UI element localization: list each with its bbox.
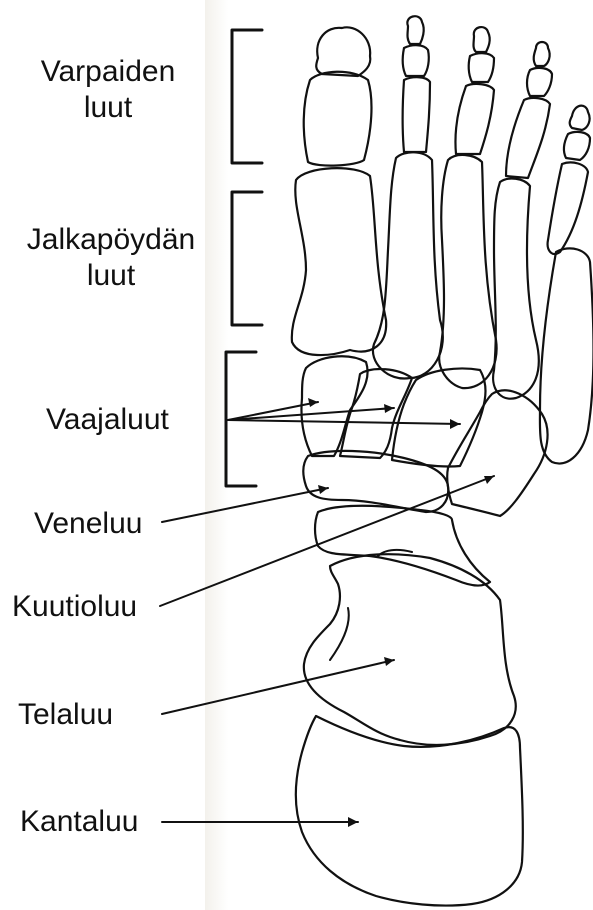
- leader-lines: [160, 398, 494, 827]
- label-navicular: Veneluu: [34, 506, 142, 542]
- label-phalanges-line1: Varpaiden: [28, 54, 188, 90]
- label-talus: Telaluu: [18, 697, 113, 733]
- toe2-middle: [403, 45, 429, 76]
- toe3-middle: [469, 53, 494, 82]
- label-phalanges: Varpaiden luut: [28, 54, 188, 126]
- metatarsal-1: [292, 168, 386, 355]
- metatarsal-4: [493, 179, 539, 399]
- toe3-distal: [474, 27, 490, 52]
- bracket-metatarsals: [232, 192, 262, 325]
- label-metatarsals-line2: luut: [22, 258, 200, 294]
- medial-cuneiform: [301, 356, 367, 456]
- toe4-proximal: [506, 98, 550, 178]
- toe5-middle: [564, 132, 590, 160]
- label-cuneiforms: Vaajaluut: [46, 402, 169, 438]
- talus-neck: [315, 506, 490, 586]
- label-cuboid: Kuutioluu: [12, 589, 137, 625]
- toe2-distal: [407, 16, 423, 44]
- metatarsal-2: [373, 152, 443, 378]
- cuboid: [447, 390, 547, 516]
- toe5-distal: [570, 106, 590, 130]
- sustentaculum-line: [330, 608, 349, 660]
- calcaneus: [296, 716, 523, 906]
- hallux-proximal-phalanx: [304, 72, 372, 166]
- label-phalanges-line2: luut: [28, 90, 188, 126]
- toe3-proximal: [455, 84, 494, 154]
- metatarsal-3: [439, 155, 496, 388]
- toe4-distal: [534, 42, 550, 66]
- label-metatarsals-line1: Jalkapöydän: [22, 222, 200, 258]
- toe5-proximal: [548, 162, 588, 254]
- lateral-cuneiform: [392, 368, 486, 466]
- hallux-distal-phalanx: [316, 27, 370, 76]
- bracket-phalanges: [232, 30, 262, 163]
- talus: [304, 554, 516, 745]
- toe2-proximal: [403, 77, 431, 152]
- toe4-middle: [527, 68, 552, 96]
- label-metatarsals: Jalkapöydän luut: [22, 222, 200, 294]
- label-calcaneus: Kantaluu: [20, 804, 138, 840]
